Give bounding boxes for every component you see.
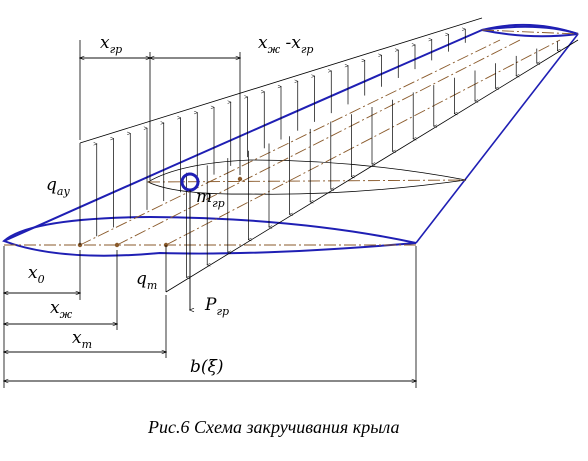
label-x-zh-minus-x-gr: xж -xгр <box>258 33 313 56</box>
label-x-zh: xж <box>50 298 73 321</box>
label-x-gr: xгр <box>100 33 122 56</box>
label-q-ay: qay <box>46 175 70 198</box>
root-airfoil <box>2 215 417 257</box>
bottom-dimensions <box>4 246 416 388</box>
wing-leading-edge <box>3 25 579 242</box>
label-x-t: xт <box>72 328 92 351</box>
figure-caption: Рис.6 Схема закручивания крыла <box>147 417 399 437</box>
mid-section-airfoil <box>147 159 467 195</box>
spanwise-axes <box>4 29 579 246</box>
mass-load-arrows <box>187 41 558 277</box>
wing-trailing-edge <box>415 33 579 244</box>
label-b-xi: b(ξ) <box>190 357 224 377</box>
label-P-gr: Pгр <box>204 295 229 318</box>
label-m-gr: mгр <box>196 187 225 210</box>
aero-load-envelope <box>79 17 483 245</box>
label-q-t: qт <box>136 269 157 292</box>
root-chord-points <box>77 176 243 248</box>
label-x-0: x0 <box>28 263 45 286</box>
mass-load-envelope <box>165 39 579 293</box>
top-dimensions <box>80 40 240 180</box>
aero-load-arrows <box>97 29 466 237</box>
